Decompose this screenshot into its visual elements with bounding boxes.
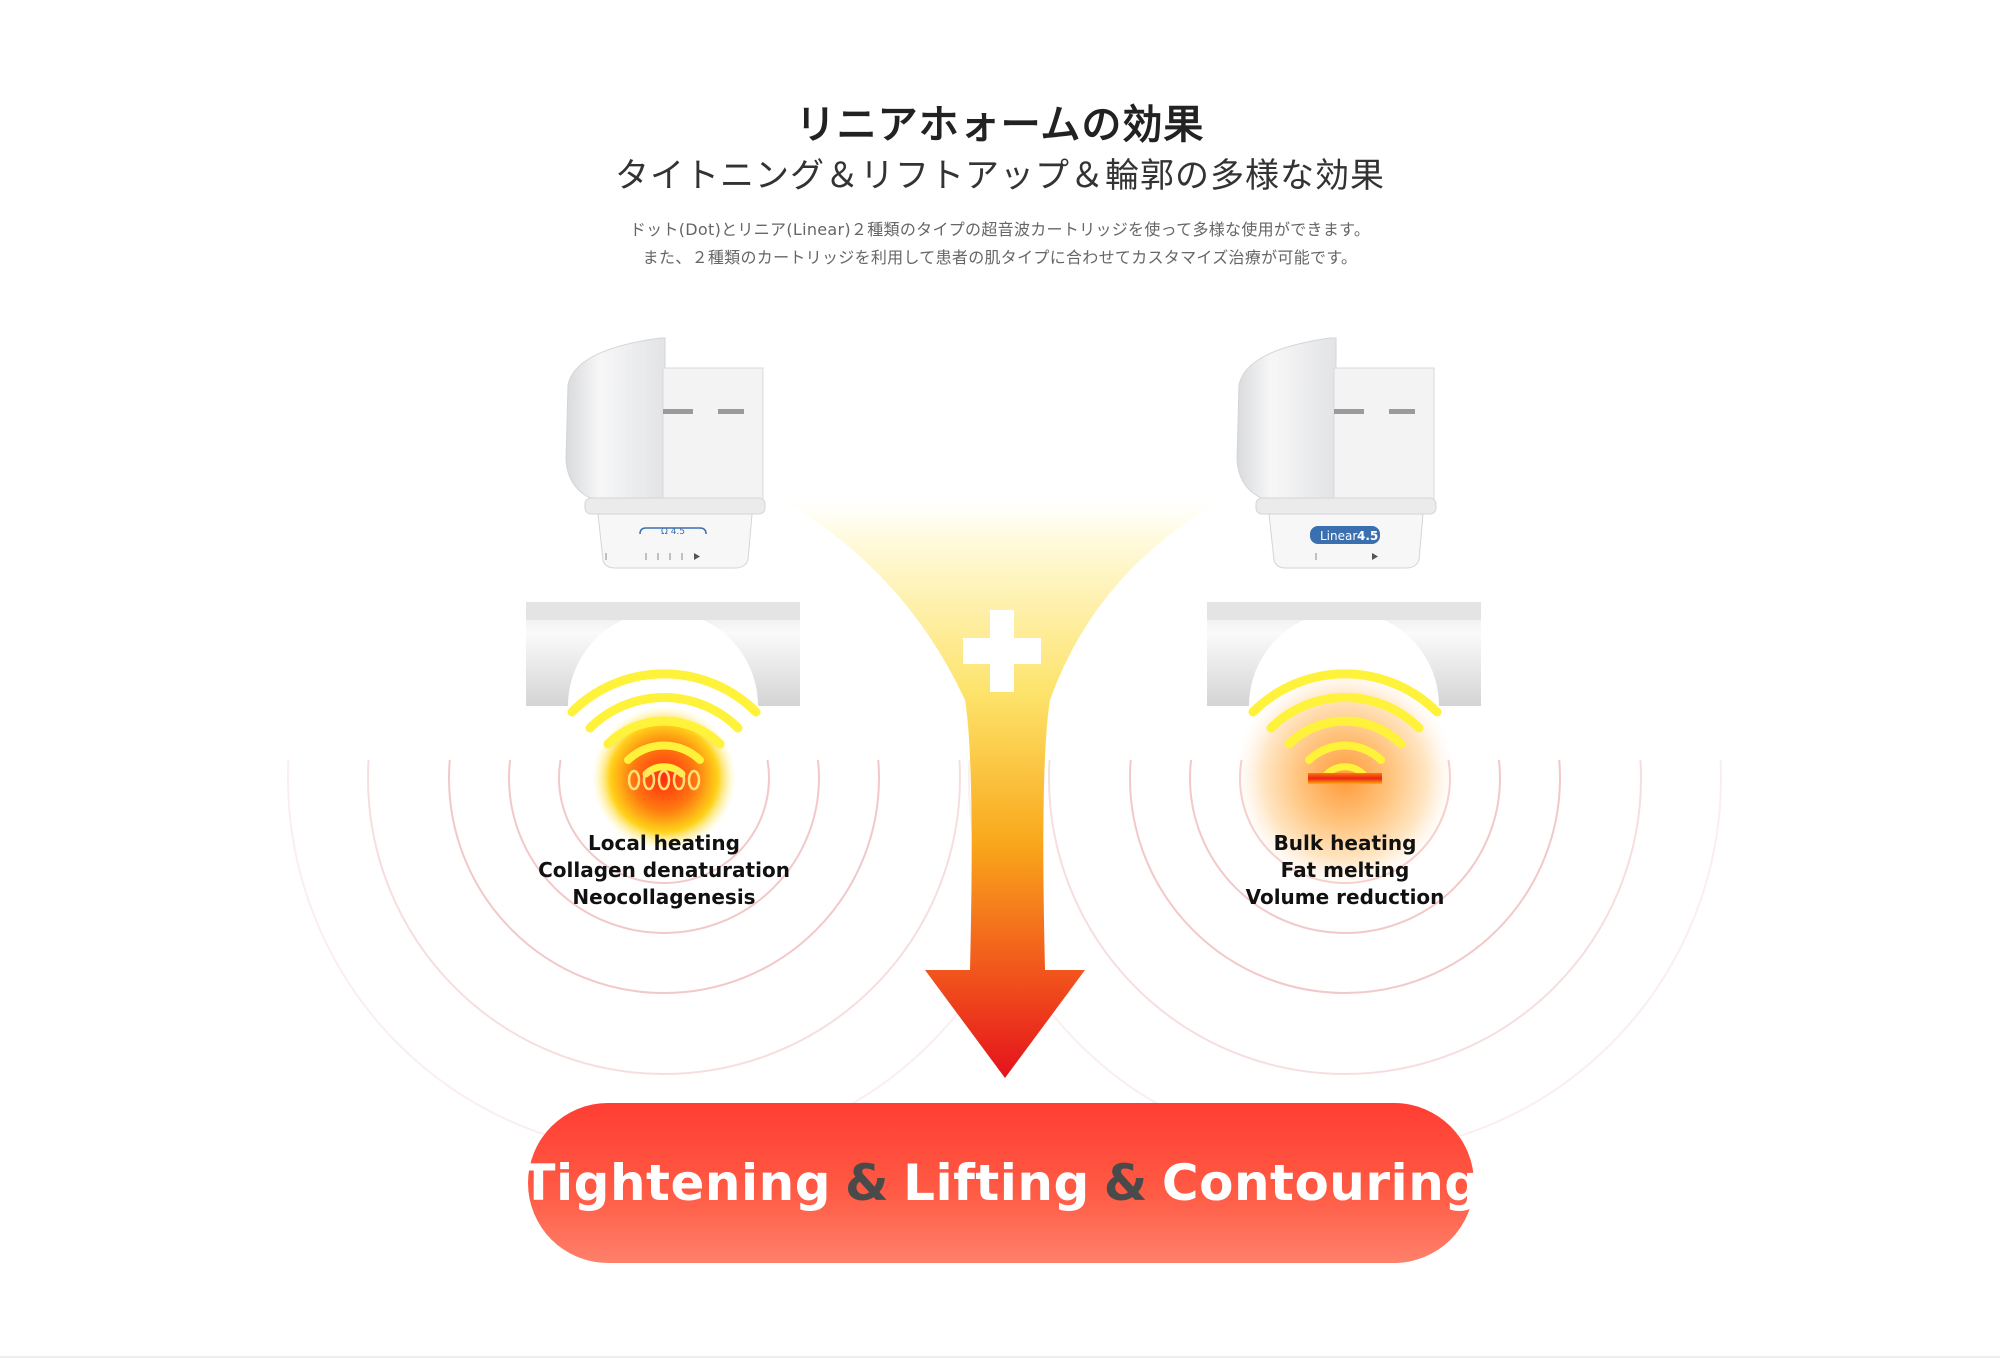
result-contouring: Contouring [1161, 1154, 1481, 1212]
description-line-1: ドット(Dot)とリニア(Linear)２種類のタイプの超音波カートリッジを使っ… [629, 220, 1371, 239]
down-arrow-icon [760, 488, 1245, 1078]
left-cartridge-label: Ω 4.5 [661, 527, 685, 537]
result-tightening: Tightening [521, 1154, 831, 1212]
right-cartridge-badge [1310, 526, 1380, 544]
right-effect-3: Volume reduction [1246, 885, 1445, 909]
result-banner: Tightening & Lifting & Contouring [521, 1103, 1480, 1263]
result-lifting: Lifting [903, 1154, 1090, 1212]
result-separator-1: & [845, 1154, 890, 1212]
left-cartridge-device-icon: Ω 4.5 [565, 337, 766, 569]
left-ultrasound-wave-icon [526, 602, 800, 850]
page-title: リニアホォームの効果 [795, 102, 1205, 148]
right-effects: Bulk heating Fat melting Volume reductio… [1246, 831, 1445, 909]
left-effects: Local heating Collagen denaturation Neoc… [538, 831, 790, 909]
right-ultrasound-wave-icon [1207, 602, 1481, 888]
right-cartridge-label-prefix: Linear [1320, 529, 1357, 543]
bottom-divider [0, 1356, 2000, 1358]
left-effect-3: Neocollagenesis [572, 885, 755, 909]
right-cartridge-device-icon: Linear 4.5 [1236, 337, 1437, 569]
description-line-2: また、２種類のカートリッジを利用して患者の肌タイプに合わせてカスタマイズ治療が可… [642, 248, 1358, 267]
result-separator-2: & [1103, 1154, 1148, 1212]
plus-icon [963, 610, 1041, 692]
page-subtitle: タイトニング＆リフトアップ＆輪郭の多様な効果 [615, 156, 1385, 196]
left-effect-1: Local heating [588, 831, 740, 855]
right-effect-2: Fat melting [1281, 858, 1410, 882]
right-cartridge-label-value: 4.5 [1357, 529, 1378, 543]
right-effect-1: Bulk heating [1274, 831, 1417, 855]
left-effect-2: Collagen denaturation [538, 858, 790, 882]
